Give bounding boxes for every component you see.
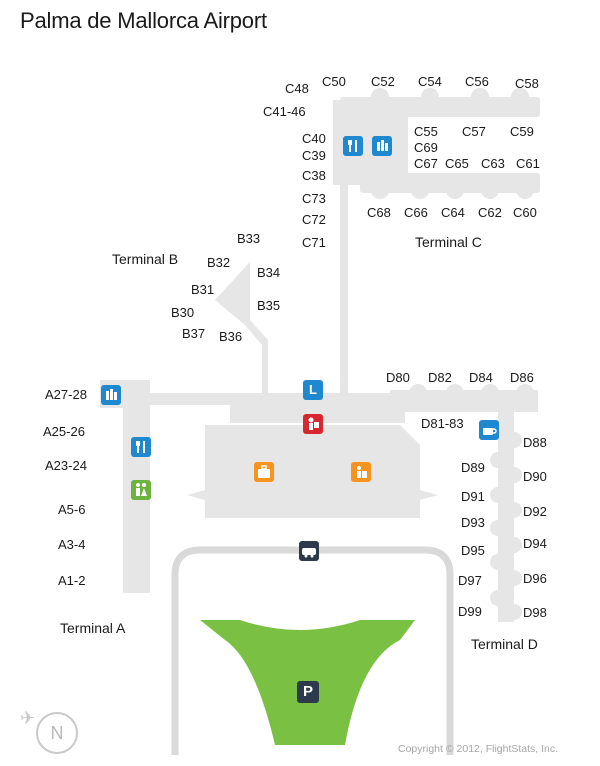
dining-icon bbox=[343, 136, 363, 156]
gate-label: D98 bbox=[523, 605, 547, 620]
gate-label: D96 bbox=[523, 571, 547, 586]
gate-label: C62 bbox=[478, 205, 502, 220]
gate-label: D80 bbox=[386, 370, 410, 385]
gate-label: D81-83 bbox=[421, 416, 464, 431]
terminal-c-label: Terminal C bbox=[415, 234, 482, 250]
gate-label: B36 bbox=[219, 329, 243, 344]
gate-label: D99 bbox=[458, 604, 482, 619]
gate-label: C63 bbox=[481, 156, 505, 171]
gate-label: C61 bbox=[516, 156, 540, 171]
gate-label: A3-4 bbox=[58, 537, 86, 552]
copyright-text: Copyright © 2012, FlightStats, Inc. bbox=[398, 743, 559, 755]
duty-free-icon bbox=[101, 385, 121, 405]
gate-label: A27-28 bbox=[45, 387, 87, 402]
landside-hall bbox=[187, 425, 438, 518]
gate-label: C69 bbox=[414, 140, 438, 155]
gate-label: C66 bbox=[404, 205, 428, 220]
gate-label: C56 bbox=[465, 74, 489, 89]
gate-label: D97 bbox=[458, 573, 482, 588]
gate-label: A5-6 bbox=[58, 502, 86, 517]
security-check-icon bbox=[303, 414, 323, 434]
gate-label: C39 bbox=[302, 148, 326, 163]
gate-label: B32 bbox=[207, 255, 231, 270]
gate-label: C40 bbox=[302, 131, 326, 146]
terminal-d-label: Terminal D bbox=[471, 636, 538, 652]
gate-label: A1-2 bbox=[58, 573, 86, 588]
airplane-icon: ✈ bbox=[20, 708, 36, 728]
terminal-a-connector bbox=[150, 393, 232, 405]
gate-label: C72 bbox=[302, 212, 326, 227]
terminal-d-bar bbox=[390, 390, 538, 412]
gate-label: C68 bbox=[367, 205, 391, 220]
terminal-c-top-bar bbox=[340, 97, 540, 117]
gate-label: C48 bbox=[285, 81, 309, 96]
gate-label: B30 bbox=[171, 305, 195, 320]
gate-label: B34 bbox=[257, 265, 281, 280]
parking-icon: P bbox=[297, 681, 319, 703]
gate-label: C50 bbox=[322, 74, 346, 89]
gate-label: C54 bbox=[418, 74, 442, 89]
gate-label: D88 bbox=[523, 435, 547, 450]
gate-label: C73 bbox=[302, 191, 326, 206]
gate-label: A25-26 bbox=[43, 424, 85, 439]
gate-label: C57 bbox=[462, 124, 486, 139]
gate-label: C52 bbox=[371, 74, 395, 89]
gate-label: C67 bbox=[414, 156, 438, 171]
dining-icon bbox=[131, 437, 151, 457]
terminal-b-pier bbox=[215, 262, 268, 393]
gate-label: D93 bbox=[461, 515, 485, 530]
gate-label: C41-46 bbox=[263, 104, 306, 119]
gate-label: C58 bbox=[515, 76, 539, 91]
lockers-icon: L bbox=[303, 380, 323, 400]
gate-label: D82 bbox=[428, 370, 452, 385]
gate-label: C59 bbox=[510, 124, 534, 139]
gate-label: A23-24 bbox=[45, 458, 87, 473]
cafe-icon bbox=[479, 420, 499, 440]
terminal-a-label: Terminal A bbox=[60, 620, 126, 636]
gate-label: D91 bbox=[461, 489, 485, 504]
gate-label: D84 bbox=[469, 370, 493, 385]
compass-icon: N bbox=[36, 712, 78, 754]
gate-label: D86 bbox=[510, 370, 534, 385]
gate-label: D89 bbox=[461, 460, 485, 475]
gate-label: B35 bbox=[257, 298, 281, 313]
gate-label: D90 bbox=[523, 469, 547, 484]
gate-label: C64 bbox=[441, 205, 465, 220]
gate-label: B37 bbox=[182, 326, 206, 341]
gate-label: C65 bbox=[445, 156, 469, 171]
meeting-point-icon bbox=[351, 462, 371, 482]
gate-label: C38 bbox=[302, 168, 326, 183]
restroom-icon bbox=[131, 480, 151, 500]
gate-label: B31 bbox=[191, 282, 215, 297]
terminal-c-stem bbox=[340, 100, 348, 395]
gate-label: D92 bbox=[523, 504, 547, 519]
map-title: Palma de Mallorca Airport bbox=[20, 8, 267, 33]
gate-label: C71 bbox=[302, 235, 326, 250]
gate-label: C60 bbox=[513, 205, 537, 220]
gate-label: B33 bbox=[237, 231, 261, 246]
duty-free-icon bbox=[372, 136, 392, 156]
gate-label: C55 bbox=[414, 124, 438, 139]
gate-label: D95 bbox=[461, 543, 485, 558]
gate-label: D94 bbox=[523, 536, 547, 551]
terminal-b-label: Terminal B bbox=[112, 251, 179, 267]
baggage-claim-icon bbox=[254, 462, 274, 482]
ground-transportation-icon bbox=[299, 541, 319, 561]
